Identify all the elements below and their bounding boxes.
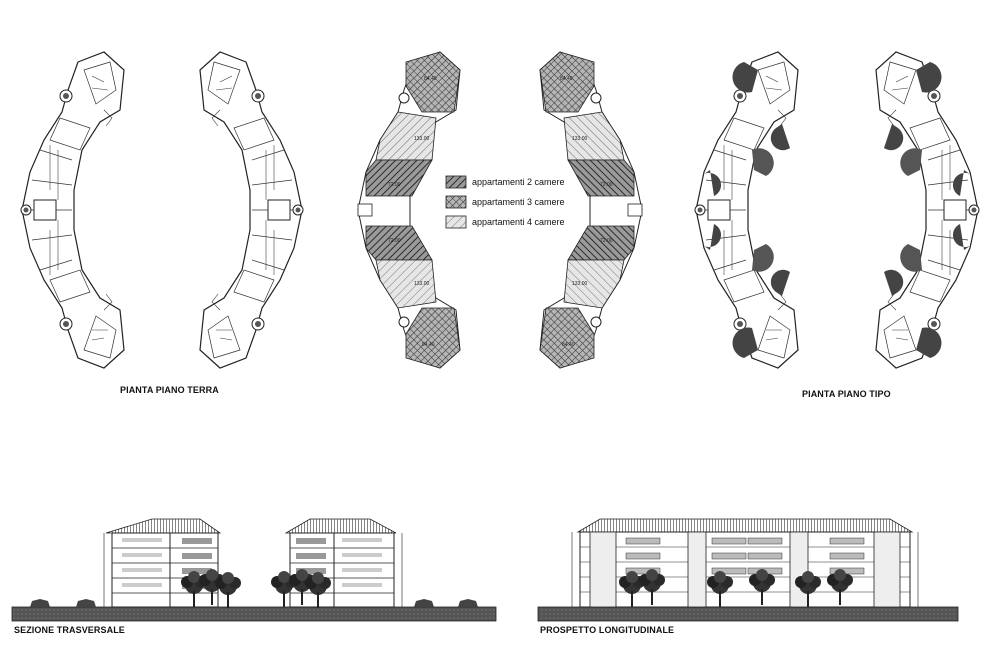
legend-swatch-2-rooms — [445, 175, 467, 189]
cross-section-building-left — [103, 518, 222, 608]
svg-text:84.40: 84.40 — [422, 342, 435, 348]
cross-section-drawing — [11, 518, 497, 622]
apartment-area-labels-right: 133.00 133.00 84.40 84.40 72.00 72.00 — [560, 76, 613, 348]
ground-floor-plan-right — [199, 51, 304, 369]
apartment-legend — [445, 175, 467, 229]
svg-text:84.40: 84.40 — [560, 76, 573, 82]
svg-text:72.00: 72.00 — [388, 182, 401, 188]
svg-text:84.40: 84.40 — [424, 76, 437, 82]
longitudinal-elevation-drawing — [537, 518, 959, 622]
svg-text:72.00: 72.00 — [600, 238, 613, 244]
legend-swatch-3-rooms — [445, 195, 467, 209]
legend-swatch-4-rooms — [445, 215, 467, 229]
ground-floor-plan-caption: PIANTA PIANO TERRA — [120, 385, 219, 395]
cross-section-ground — [11, 606, 497, 622]
elevation-ground — [537, 606, 959, 622]
svg-text:84.40: 84.40 — [562, 342, 575, 348]
svg-text:133.00: 133.00 — [572, 136, 588, 142]
typical-floor-plan-caption: PIANTA PIANO TIPO — [802, 389, 891, 399]
legend-label-4-rooms: appartamenti 4 camere — [472, 217, 565, 227]
legend-label-2-rooms: appartamenti 2 camere — [472, 177, 565, 187]
typical-floor-plan-left — [694, 51, 799, 369]
legend-label-3-rooms: appartamenti 3 camere — [472, 197, 565, 207]
svg-text:133.00: 133.00 — [572, 281, 588, 287]
apartment-type-plan-right — [539, 51, 643, 369]
svg-text:133.00: 133.00 — [414, 136, 430, 142]
apartment-type-plan-left: 133.00 133.00 84.40 84.40 72.00 72.00 — [357, 51, 461, 369]
cross-section-building-right — [284, 518, 403, 608]
svg-text:72.00: 72.00 — [388, 238, 401, 244]
elevation-roof — [576, 518, 914, 533]
cross-section-cars — [30, 599, 478, 607]
typical-floor-plan-right — [875, 51, 980, 369]
elevation-caption: PROSPETTO LONGITUDINALE — [540, 625, 675, 635]
ground-floor-plan-left — [20, 51, 125, 369]
svg-text:72.00: 72.00 — [600, 182, 613, 188]
cross-section-caption: SEZIONE TRASVERSALE — [14, 625, 125, 635]
svg-text:133.00: 133.00 — [414, 281, 430, 287]
